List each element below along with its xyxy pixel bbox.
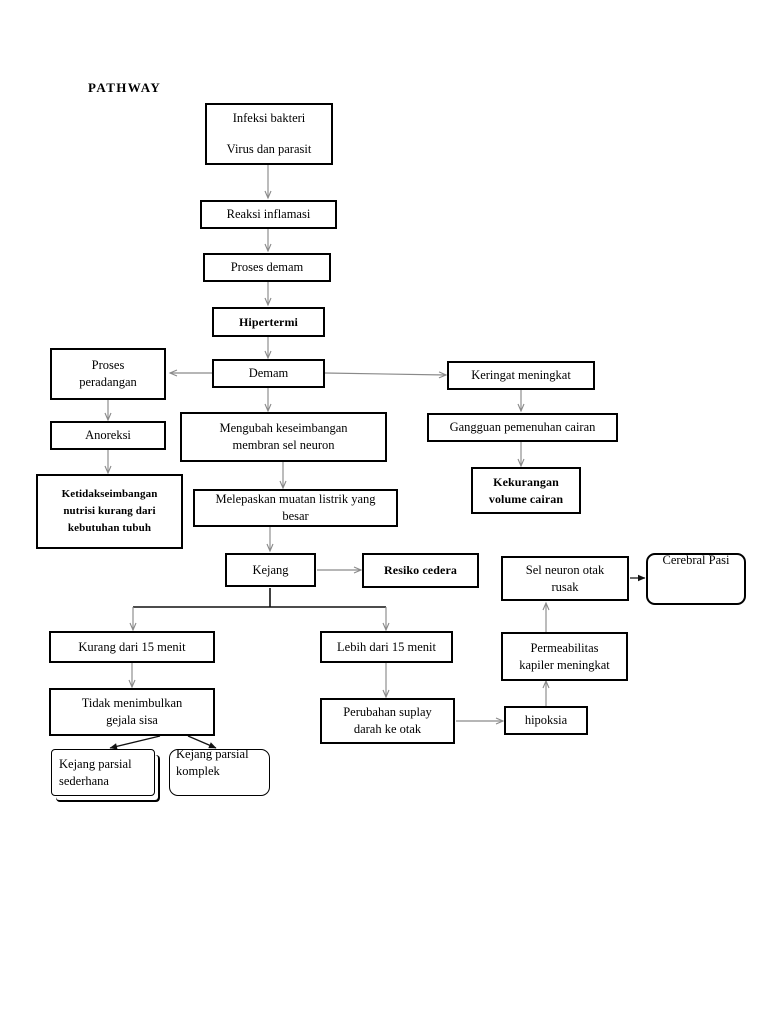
node-parsial-komplek-line2: komplek [176,763,220,778]
node-ketidakseimbangan-nutrisi[interactable]: Ketidakseimbangan nutrisi kurang dari ke… [36,474,183,549]
node-ketidakseimbangan-line2: nutrisi kurang dari [63,504,156,517]
node-sel-neuron-line2: rusak [551,579,579,594]
node-cerebral-pasi[interactable]: Cerebral Pasi [646,553,746,605]
node-resiko-cedera-label: Resiko cedera [384,563,457,578]
node-kurang-dari-15-menit[interactable]: Kurang dari 15 menit [49,631,215,663]
page-title: PATHWAY [88,80,162,95]
node-permeabilitas-line2: kapiler meningkat [519,657,610,672]
node-proses-peradangan[interactable]: Proses peradangan [50,348,166,400]
node-kejang-parsial-komplek[interactable]: Kejang parsial komplek [169,747,270,796]
node-infeksi-line2: Virus dan parasit [226,142,312,156]
node-lebih-dari-15-menit[interactable]: Lebih dari 15 menit [320,631,453,663]
node-gangguan-label: Gangguan pemenuhan cairan [449,420,596,435]
node-mengubah-line2: membran sel neuron [232,438,335,452]
node-infeksi-bakteri[interactable]: Infeksi bakteri Virus dan parasit [205,103,333,165]
node-reaksi-inflamasi[interactable]: Reaksi inflamasi [200,200,337,229]
node-kekurangan-volume-cairan[interactable]: Kekurangan volume cairan [471,467,581,514]
node-peradangan-line1: Proses [91,358,125,373]
node-parsial-sederhana-line1: Kejang parsial [59,756,132,771]
node-gangguan-pemenuhan-cairan[interactable]: Gangguan pemenuhan cairan [427,413,618,442]
node-kejang[interactable]: Kejang [225,553,316,587]
node-kekurangan-line2: volume cairan [488,491,564,506]
node-melepaskan-muatan-listrik[interactable]: Melepaskan muatan listrik yang besar [193,489,398,527]
node-perubahan-line1: Perubahan suplay [343,705,432,720]
node-hipoksia-label: hipoksia [524,713,568,728]
node-permeabilitas-line1: Permeabilitas [530,640,599,655]
edge-tidak-to-parsial-sederhana [109,735,161,750]
node-lebih15-label: Lebih dari 15 menit [337,639,436,654]
node-mengubah-line1: Mengubah keseimbangan [219,421,348,436]
node-cerebral-pasi-label: Cerebral Pasi [662,553,730,567]
node-resiko-cedera[interactable]: Resiko cedera [362,553,479,588]
node-melepaskan-line1: Melepaskan muatan listrik yang [215,492,376,507]
node-demam[interactable]: Demam [212,359,325,388]
node-kejang-parsial-sederhana[interactable]: Kejang parsial sederhana [51,749,155,796]
node-ketidakseimbangan-line3: kebutuhan tubuh [67,522,152,535]
node-reaksi-inflamasi-label: Reaksi inflamasi [226,207,311,222]
node-peradangan-line2: peradangan [79,375,137,389]
node-sel-neuron-otak-rusak[interactable]: Sel neuron otak rusak [501,556,629,601]
edge-demam-to-keringat [324,371,448,379]
node-kejang-label: Kejang [252,562,289,577]
node-hipertermi-label: Hipertermi [239,314,298,329]
node-hipertermi[interactable]: Hipertermi [212,307,325,337]
node-parsial-komplek-line1: Kejang parsial [176,747,249,761]
node-kekurangan-line1: Kekurangan [493,475,559,490]
node-ketidakseimbangan-line1: Ketidakseimbangan [61,487,158,500]
node-tidak-menimbulkan-gejala[interactable]: Tidak menimbulkan gejala sisa [49,688,215,736]
node-melepaskan-line2: besar [282,509,309,523]
node-infeksi-line1: Infeksi bakteri [232,111,306,126]
node-permeabilitas-kapiler[interactable]: Permeabilitas kapiler meningkat [501,632,628,681]
node-kurang15-label: Kurang dari 15 menit [78,639,186,654]
node-anoreksi[interactable]: Anoreksi [50,421,166,450]
node-perubahan-line2: darah ke otak [353,722,422,736]
node-demam-label: Demam [248,366,289,381]
node-parsial-sederhana-line2: sederhana [59,773,109,788]
node-mengubah-keseimbangan-membran[interactable]: Mengubah keseimbangan membran sel neuron [180,412,387,462]
node-anoreksi-label: Anoreksi [85,428,131,443]
node-proses-demam[interactable]: Proses demam [203,253,331,282]
node-perubahan-suplay-darah[interactable]: Perubahan suplay darah ke otak [320,698,455,744]
node-keringat-label: Keringat meningkat [471,368,571,383]
node-tidak-line1: Tidak menimbulkan [81,696,183,711]
node-sel-neuron-line1: Sel neuron otak [525,562,605,577]
node-hipoksia[interactable]: hipoksia [504,706,588,735]
node-tidak-line2: gejala sisa [106,713,158,727]
node-keringat-meningkat[interactable]: Keringat meningkat [447,361,595,390]
node-proses-demam-label: Proses demam [230,260,304,275]
